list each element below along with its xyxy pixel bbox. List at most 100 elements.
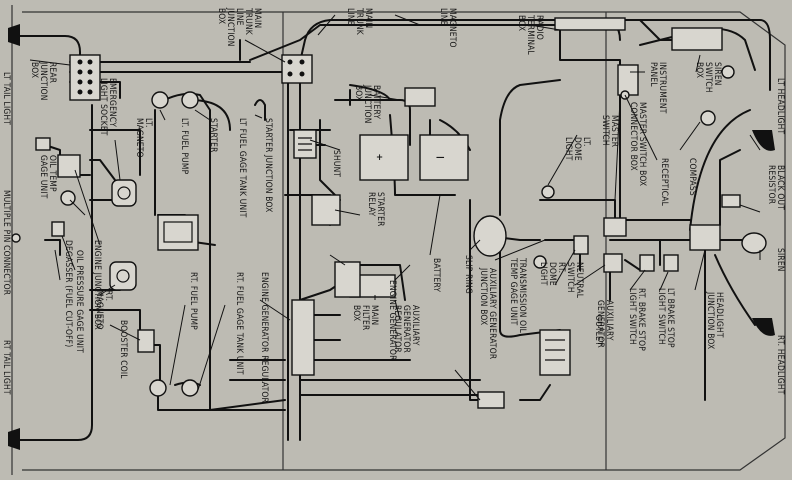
label-siren: SIREN	[776, 248, 786, 272]
label-oil-temp-1: OIL TEMP	[48, 155, 58, 192]
label-rt-tail-light: RT TAIL LIGHT	[2, 340, 12, 395]
label-main-trunk-line-2: TRUNK	[355, 7, 365, 36]
label-rt-headlight: RT. HEADLIGHT	[776, 335, 786, 395]
lt-magneto-icon	[111, 179, 137, 207]
lt-brake-switch-icon	[663, 254, 679, 272]
label-shunt: SHUNT	[332, 150, 342, 177]
siren-switch-icon	[721, 65, 735, 79]
label-engine-jb: ENGINE JUNCTION BOX	[93, 240, 103, 330]
main-trunk-junction-box	[281, 54, 313, 84]
label-magneto-line-1: MAGNETO	[448, 8, 458, 48]
label-starter-relay-1: STARTER	[376, 192, 386, 227]
label-lt-magneto-2: MAGNETO	[135, 118, 145, 158]
label-trans-oil-1: TRANSMISSION OIL	[518, 257, 528, 334]
lt-headlight-icon	[752, 130, 775, 151]
black-out-resistor-icon	[721, 194, 741, 208]
rt-tail-light-icon	[8, 428, 20, 450]
starter-motor-icon	[157, 214, 199, 251]
label-neutral-2: SWITCH	[566, 262, 576, 293]
label-main-filter-1: MAIN	[370, 305, 380, 325]
components	[8, 17, 775, 450]
label-master-switch-box-2: CONNECTOR BOX	[629, 102, 639, 171]
label-instrument-panel-1: INSTRUMENT	[658, 62, 668, 114]
label-lt-brake-2: LIGHT SWITCH	[657, 288, 667, 345]
label-degasser: DEGASSER (FUEL CUT-OFF)	[64, 240, 74, 347]
rt-headlight-icon	[752, 318, 775, 336]
label-engine-gen-reg: ENGINE GENERATOR REGULATOR	[260, 272, 270, 404]
label-siren-switch-2: SWITCH	[704, 62, 714, 93]
label-rt-fuel-pump: RT. FUEL PUMP	[189, 272, 199, 330]
label-aux-generator-2: GENERATOR	[596, 300, 606, 349]
label-aux-gen-jb-1: AUXILIARY GENERATOR	[488, 268, 498, 360]
label-lt-headlight: LT HEADLIGHT	[776, 78, 786, 135]
auxiliary-generator-icon	[539, 329, 571, 376]
label-magneto-line-2: LINE	[439, 8, 449, 26]
leader-lines	[29, 14, 761, 401]
label-rt-fuel-gage: RT. FUEL GAGE TANK UNIT	[235, 272, 245, 375]
label-main-trunk-jb-5: BOX	[217, 8, 227, 24]
label-emergency-light-1: EMERGENCY	[108, 78, 118, 127]
battery-junction-box	[404, 87, 436, 107]
rt-fuel-pump-icon	[149, 379, 167, 397]
label-master-switch-box-1: MASTER SWITCH BOX	[638, 102, 648, 186]
engine-generator-icon	[334, 261, 361, 298]
neutral-switch-icon	[573, 235, 589, 255]
label-rear-junction-box-2: JUNCTION	[39, 61, 49, 101]
siren-icon	[741, 232, 767, 254]
label-main-trunk-jb-4: JUNCTION	[226, 7, 236, 47]
emergency-light-socket-icon	[35, 137, 51, 151]
starter-icon	[181, 91, 199, 109]
multiple-pin-connector-icon	[11, 233, 21, 243]
label-oil-pressure: OIL PRESSURE GAGE UNIT	[75, 250, 85, 353]
label-master-switch-1: MASTER	[610, 115, 620, 148]
label-rt-magneto-2: MAGNETO	[95, 290, 105, 330]
label-battery-plus: +	[376, 153, 383, 163]
label-black-out-2: RESISTOR	[767, 165, 777, 205]
label-headlight-jb-1: HEADLIGHT	[715, 292, 725, 338]
label-outlet: OUTLET	[594, 315, 604, 346]
rt-magneto-icon	[109, 261, 137, 291]
rear-junction-box	[69, 54, 101, 101]
siren-switch-box	[671, 27, 723, 51]
booster-coil-icon	[137, 329, 155, 353]
label-aux-gen-reg-2: GENERATOR	[402, 305, 412, 354]
label-radio-terminal-3: BOX	[517, 15, 527, 31]
label-neutral-1: NEUTRAL	[575, 262, 585, 299]
label-rear-junction-box-1: REAR	[48, 62, 58, 84]
rt-dome-light-icon	[533, 255, 547, 269]
labels: LT TAIL LIGHT MULTIPLE PIN CONNECTOR RT …	[2, 7, 786, 404]
engine-generator-regulator-icon	[291, 299, 315, 376]
battery-left-icon	[359, 134, 409, 181]
label-rt-dome-1: RT.	[557, 262, 567, 273]
slip-ring-icon	[473, 215, 507, 257]
outlet-icon	[603, 253, 623, 273]
label-aux-generator-1: AUXILIARY	[605, 300, 615, 341]
label-rt-dome-2: DOME	[548, 262, 558, 286]
label-main-trunk-jb-2: TRUNK	[244, 7, 254, 36]
label-battery-minus: —	[436, 153, 445, 163]
label-starter-jb: STARTER JUNCTION BOX	[264, 118, 274, 213]
lt-dome-light-icon	[541, 185, 555, 199]
label-battery-jb-2: JUNCTION	[363, 84, 373, 124]
label-main-trunk-line-1: MAIN	[364, 8, 374, 28]
label-siren-switch-3: BOX	[695, 62, 705, 78]
label-compass: COMPASS	[688, 158, 698, 196]
radio-terminal-box	[554, 17, 626, 31]
label-siren-switch-1: SIREN	[713, 62, 723, 86]
label-trans-oil-2: TEMP GAGE UNIT	[509, 257, 519, 326]
label-slip-ring: SLIP RING	[464, 255, 474, 294]
label-lt-tail-light: LT TAIL LIGHT	[2, 72, 12, 125]
label-main-trunk-jb-1: MAIN	[253, 8, 263, 28]
label-lt-magneto-1: LT.	[144, 118, 154, 128]
rt-brake-switch-icon	[639, 254, 655, 272]
label-rt-brake-2: LIGHT SWITCH	[628, 288, 638, 345]
label-rt-dome-3: LIGHT	[539, 262, 549, 286]
label-radio-terminal-2: TERMINAL	[526, 14, 536, 56]
label-aux-gen-jb-2: JUNCTION BOX	[479, 267, 489, 325]
label-receptical: RECEPTICAL	[660, 158, 670, 207]
lt-tail-light-icon	[8, 24, 20, 46]
label-engine-generator: ENGINE GENERATOR	[388, 280, 398, 361]
engine-junction-box	[57, 154, 81, 178]
